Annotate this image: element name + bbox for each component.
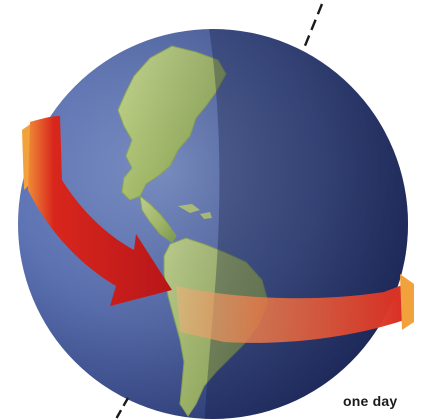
rotation-band-back [176, 282, 410, 343]
rotation-band-front [28, 116, 172, 306]
rotation-arrow-icon [22, 116, 414, 343]
rotation-band-rim [400, 274, 414, 330]
caption-label: one day [343, 393, 398, 409]
axis-line-bottom [114, 397, 130, 419]
